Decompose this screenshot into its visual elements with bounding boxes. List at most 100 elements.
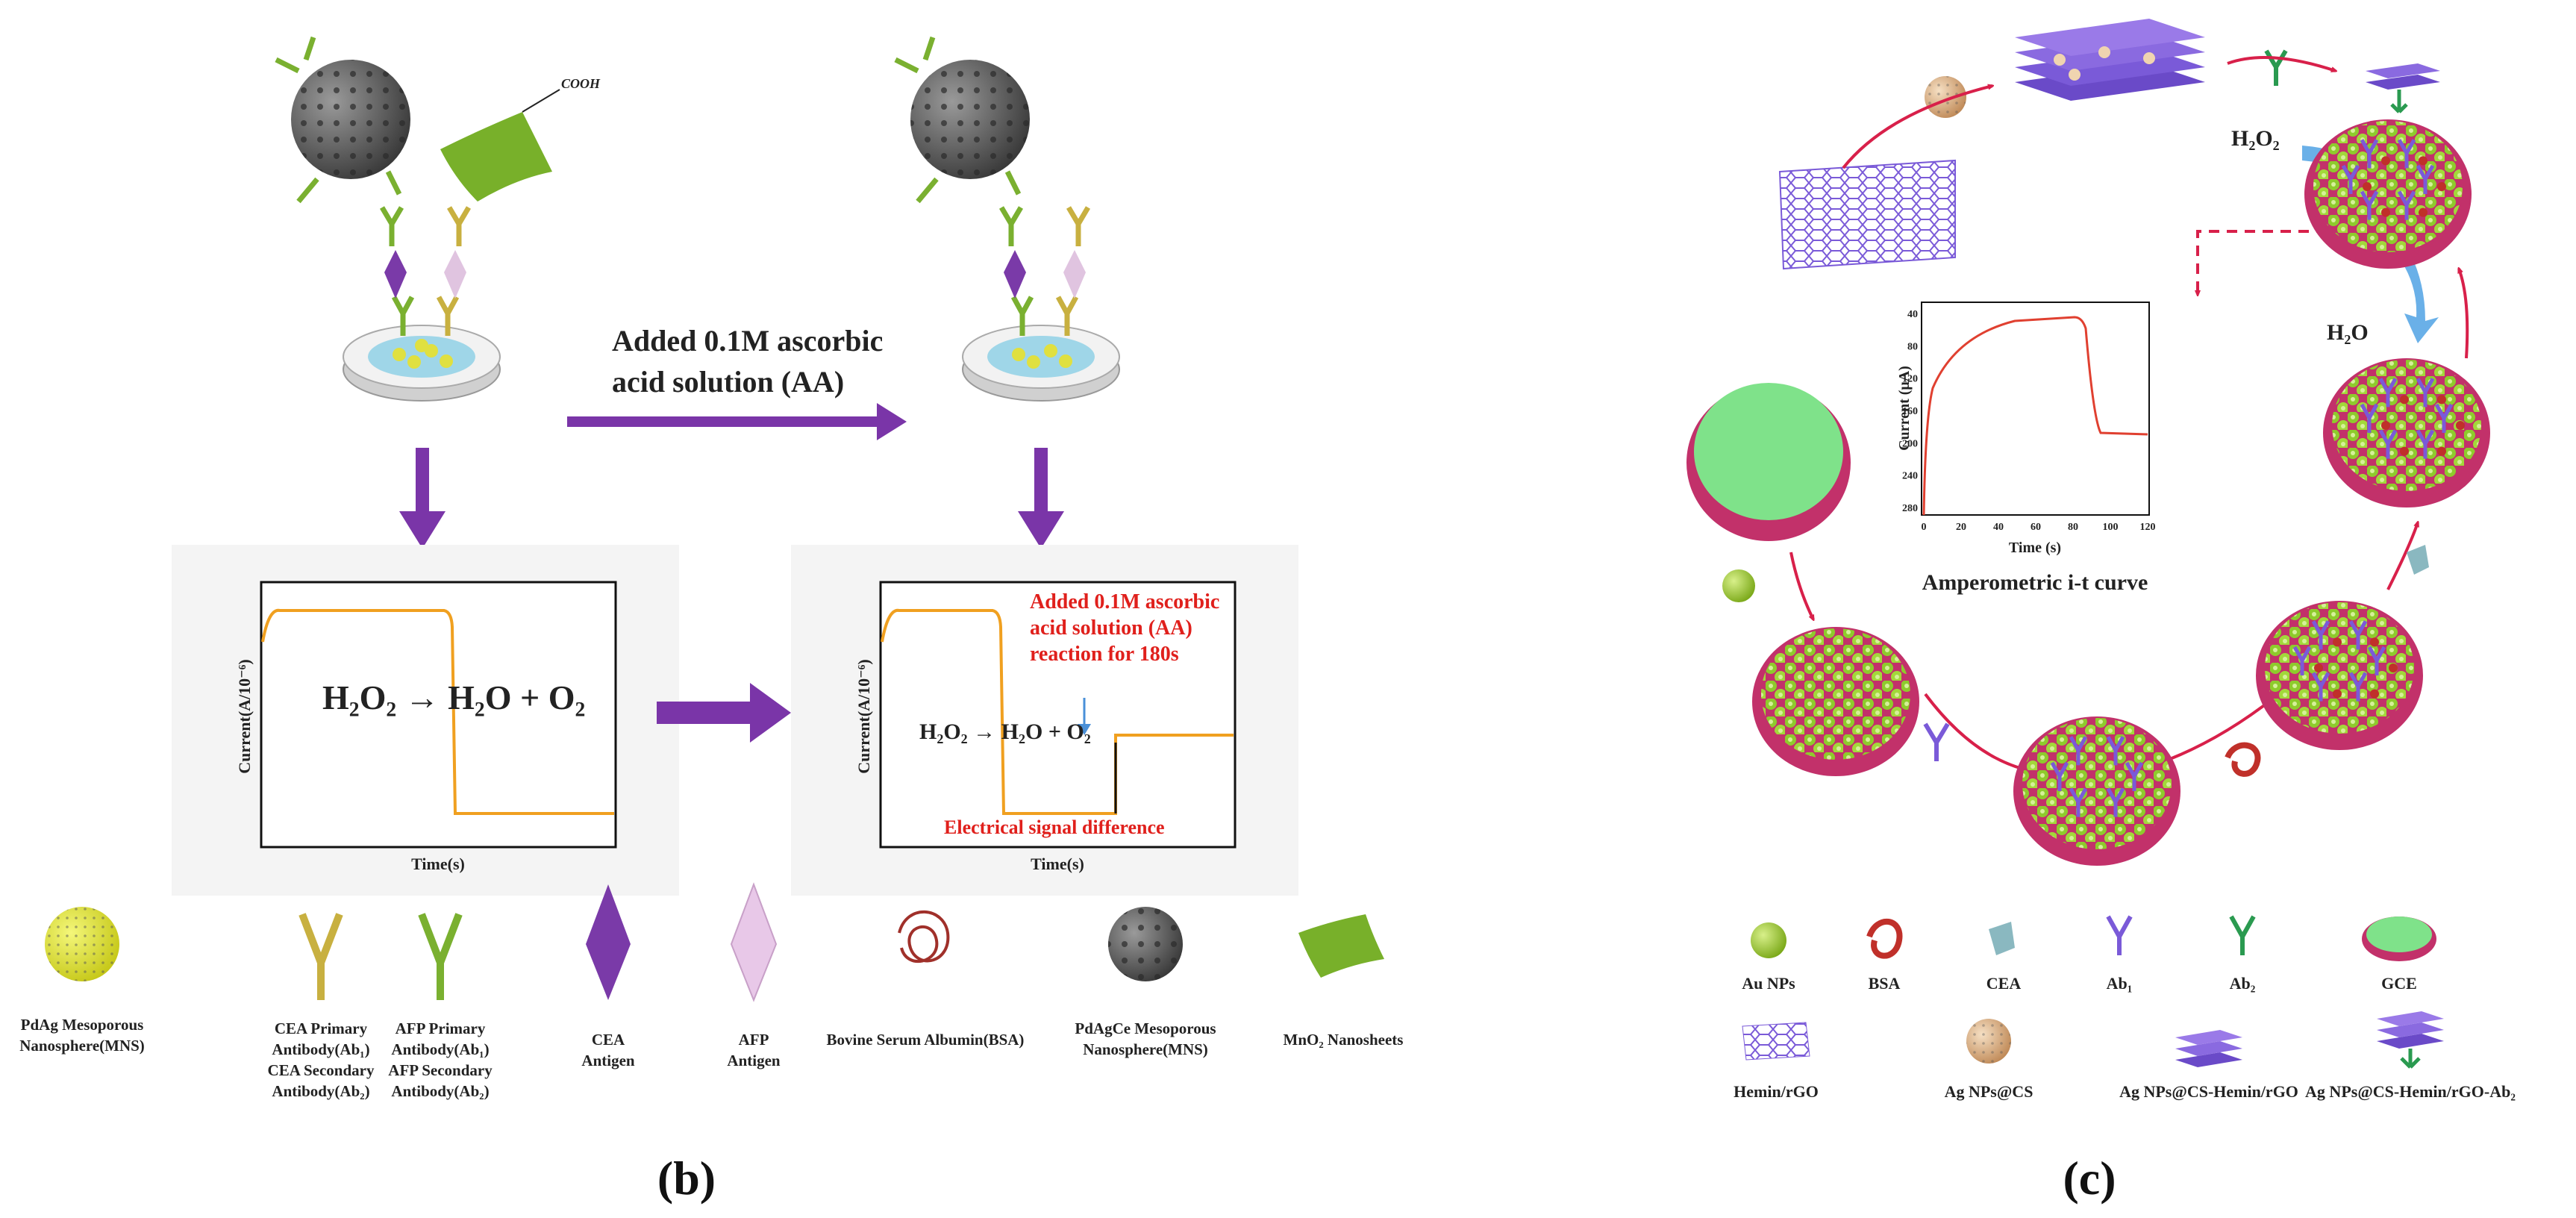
electrode-bsa [2256,601,2423,750]
legend-b-label: Nanosphere(MNS) [1083,1040,1208,1058]
au-np-icon [1751,922,1786,958]
legend-c-label: BSA [1869,974,1901,993]
arrow-text-line1: Added 0.1M ascorbic [612,324,883,357]
legend-c-label: Ab₂ [2230,974,2256,993]
cea-antigen-icon [586,884,631,1000]
ag-cs-hemin-rgo-icon [2175,1030,2242,1067]
inset-title: Amperometric i-t curve [1922,570,2148,595]
panel-b-legend [45,882,1384,1002]
plot-transition-arrow [657,683,791,743]
hemin-rgo-sheet [1778,159,1956,270]
legend-c-label: CEA [1986,974,2022,993]
legend-c-label: Ag NPs@CS-Hemin/rGO-Ab₂ [2305,1082,2516,1101]
legend-c-label: Ag NPs@CS-Hemin/rGO [2119,1082,2298,1101]
legend-c-label: Ag NPs@CS [1945,1082,2033,1101]
legend-b-label: Nanosphere(MNS) [19,1037,145,1055]
legend-c-label: Au NPs [1742,974,1795,993]
legend-b-label: Antibody(Ab₁) [391,1040,489,1058]
inset-ytick: 160 [1902,406,1918,417]
inset-xtick: 100 [2103,522,2119,533]
electrode-cycle [1752,119,2490,866]
plot2-note-line1: Added 0.1M ascorbic [1030,590,1219,613]
inset-ytick: 240 [1902,471,1918,482]
electrode-au [1752,627,1919,776]
cea-antibody-icon [298,913,343,1000]
inset-xlabel: Time (s) [2009,540,2061,556]
inset-ylabel: Current (μA) [1896,366,1913,451]
electrode-ab2 [2304,119,2472,269]
ag-cs-hemin-rgo-stack [2015,19,2205,101]
inset-plot: 0 20 40 60 80 100 120 40 80 120 160 200 240 280 Curre… [1896,302,2156,595]
inset-xtick: 80 [2068,522,2078,533]
electrode-cea [2323,358,2490,508]
legend-b-label: AFP Primary [396,1019,486,1037]
panel-c-legend-icons [1742,915,2444,1069]
inset-xtick: 120 [2140,522,2156,533]
inset-xtick: 20 [1956,522,1966,533]
legend-c-label: Ab₁ [2107,974,2133,993]
inset-ytick: 200 [1902,438,1918,449]
electrode-ab1 [2013,716,2180,866]
caption-b: (b) [657,1152,716,1205]
plot-1: H₂O₂ → H₂O + O₂ Current(A/10⁻⁶) Time(s) [172,545,679,896]
legend-c-label: Hemin/rGO [1734,1082,1819,1101]
legend-b-label: Antibody(Ab₂) [272,1082,369,1100]
plot2-note-line3: reaction for 180s [1030,643,1179,666]
electrode-assembly-left: COOH [275,36,601,402]
legend-b-label: Antibody(Ab₂) [391,1082,489,1100]
plot2-xlabel: Time(s) [1031,855,1084,873]
legend-b-label: AFP [739,1031,769,1049]
inset-xtick: 40 [1993,522,2004,533]
inset-xtick: 0 [1922,522,1927,533]
ab1-icon [2106,915,2133,955]
inset-ytick: 40 [1907,309,1918,320]
inset-xtick: 60 [2031,522,2041,533]
hemin-rgo-icon [1742,1022,1810,1061]
legend-b-label: Antigen [581,1052,634,1069]
arrow-text-line2: acid solution (AA) [612,365,844,399]
afp-antibody-icon [418,913,463,1000]
legend-b-label: CEA Primary [275,1019,368,1037]
panel-c-legend-labels: Au NPs BSA CEA Ab₁ Ab₂ GCE Hemin/rGO Ag NPs@CS A… [1734,974,2516,1101]
plot2-note-line2: acid solution (AA) [1030,616,1192,640]
plot1-ylabel: Current(A/10⁻⁶) [235,659,254,773]
cycle-arrows [1789,56,2469,769]
inset-ytick: 80 [1907,341,1918,352]
plot1-equation: H₂O₂ → H₂O + O₂ [322,678,585,716]
cooh-label: COOH [561,76,601,91]
legend-b-label: Bovine Serum Albumin(BSA) [827,1031,1025,1049]
bsa-icon [898,910,950,963]
legend-b-label: PdAgCe Mesoporous [1075,1019,1216,1037]
inset-ytick: 280 [1902,503,1918,514]
inset-ytick: 120 [1902,374,1918,385]
legend-b-label: PdAg Mesoporous [21,1016,144,1034]
panel-b: COOH Added 0.1M ascorbic acid solution (… [19,36,1403,1205]
down-arrow-right [1018,448,1064,549]
legend-c-label: GCE [2381,974,2417,993]
mno2-nanosheet-icon [440,112,552,202]
plot2-ylabel: Current(A/10⁻⁶) [854,659,873,773]
down-arrow-left [399,448,446,549]
legend-b-label: MnO₂ Nanosheets [1284,1031,1404,1049]
ag-cs-hemin-rgo-ab2-icon [2377,1011,2444,1069]
electrode-assembly-right [894,36,1120,402]
legend-b-label: AFP Secondary [388,1061,493,1079]
stack-with-ab2 [2366,63,2440,113]
plot2-equation: H₂O₂ → H₂O + O₂ [919,719,1091,744]
h2o-label: H₂O [2327,320,2369,345]
plot-2: H₂O₂ → H₂O + O₂ Added 0.1M ascorbic acid… [791,545,1298,896]
ab2-icon [2229,915,2256,955]
plot2-diff-label: Electrical signal difference [944,816,1165,838]
legend-b-label: CEA Secondary [268,1061,375,1079]
process-arrow: Added 0.1M ascorbic acid solution (AA) [567,324,907,440]
bsa-icon-c [1866,919,1903,959]
afp-antigen-icon [730,882,778,1002]
cea-icon-c [1989,922,2015,955]
legend-b-label: Antigen [727,1052,780,1069]
legend-b-label: Antibody(Ab₁) [272,1040,369,1058]
plot1-xlabel: Time(s) [411,855,465,873]
caption-c: (c) [2063,1152,2116,1205]
